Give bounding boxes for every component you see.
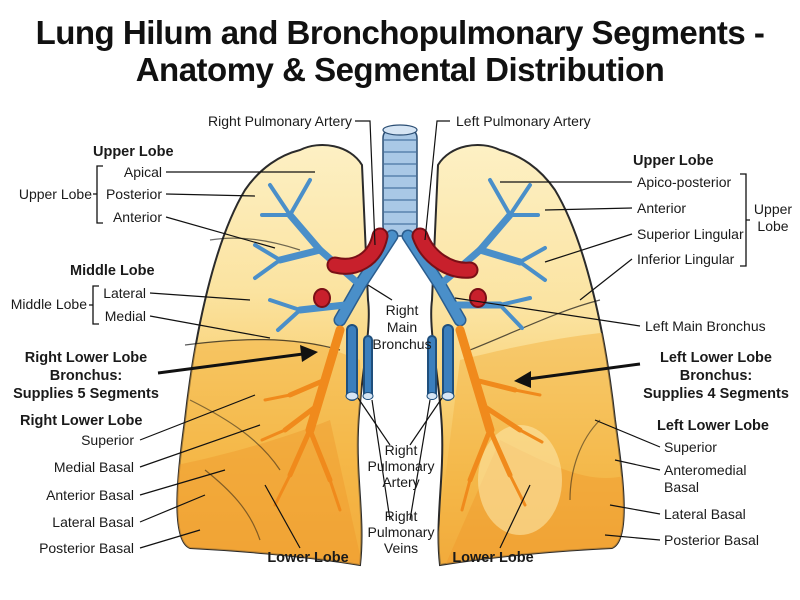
- left-main-bronchus-label: Left Main Bronchus: [645, 318, 766, 334]
- segment-lateral: Lateral: [103, 285, 146, 301]
- right-main-bronchus-line-2: Main: [387, 319, 417, 335]
- segment-superior-right: Superior: [81, 432, 134, 448]
- right-pulmonary-artery-center-line-1: Right: [385, 442, 418, 458]
- right-middle-brace: [89, 285, 99, 325]
- left-upper-brace: [740, 173, 750, 267]
- lower-lobe-label-left-lung: Lower Lobe: [452, 550, 533, 566]
- segment-anterior-left: Anterior: [637, 200, 686, 216]
- segment-apical: Apical: [124, 164, 162, 180]
- left-lower-bronchus-line-3: Supplies 4 Segments: [643, 386, 789, 402]
- right-upper-lobe-header: Upper Lobe: [93, 144, 174, 160]
- left-lower-bronchus-line-1: Left Lower Lobe: [660, 350, 772, 366]
- left-lower-bronchus-line-2: Bronchus:: [680, 368, 753, 384]
- right-lower-bronchus-line-2: Bronchus:: [50, 368, 123, 384]
- right-pulmonary-veins-line-3: Veins: [384, 540, 418, 556]
- segment-lateral-basal-left: Lateral Basal: [664, 506, 746, 522]
- segment-lateral-basal-right: Lateral Basal: [52, 514, 134, 530]
- hilum-vessels: [345, 324, 455, 401]
- right-upper-lobe-group-label: Upper Lobe: [19, 186, 92, 202]
- trachea: [382, 124, 418, 237]
- title-line-1: Lung Hilum and Bronchopulmonary Segments…: [35, 14, 765, 51]
- left-pulmonary-artery-top-label: Left Pulmonary Artery: [456, 113, 591, 129]
- segment-superior-lingular: Superior Lingular: [637, 226, 744, 242]
- left-upper-lobe-header: Upper Lobe: [633, 153, 714, 169]
- right-lower-bronchus-line-1: Right Lower Lobe: [25, 350, 147, 366]
- segment-posterior-basal-right: Posterior Basal: [39, 540, 134, 556]
- left-lower-lobe-header: Left Lower Lobe: [657, 418, 769, 434]
- pulmonary-arteries: [313, 227, 487, 308]
- page-title: Lung Hilum and Bronchopulmonary Segments…: [0, 14, 800, 88]
- segment-anteromedial-basal: Basal: [664, 479, 699, 495]
- segment-anterior-right: Anterior: [113, 209, 162, 225]
- lower-lobe-bronchi: [260, 325, 544, 512]
- right-pulmonary-artery-center-line-2: Pulmonary: [368, 458, 435, 474]
- right-pulmonary-artery-center-line-3: Artery: [382, 474, 419, 490]
- right-main-bronchus-line-3: Bronchus: [372, 336, 431, 352]
- segment-superior-left: Superior: [664, 439, 717, 455]
- leader-lines: [139, 120, 661, 549]
- segment-medial-basal: Medial Basal: [54, 459, 134, 475]
- title-line-2: Anatomy & Segmental Distribution: [135, 51, 665, 88]
- segment-inferior-lingular: Inferior Lingular: [637, 251, 735, 267]
- right-lower-lobe-header: Right Lower Lobe: [20, 413, 142, 429]
- segment-anterior-basal: Anterior Basal: [46, 487, 134, 503]
- right-lung: [176, 144, 370, 567]
- segment-posterior-basal-left: Posterior Basal: [664, 532, 759, 548]
- right-pulmonary-veins-line-2: Pulmonary: [368, 524, 435, 540]
- segment-posterior: Posterior: [106, 186, 162, 202]
- segment-medial: Medial: [105, 308, 146, 324]
- right-main-bronchus-line-1: Right: [386, 302, 419, 318]
- right-middle-lobe-header: Middle Lobe: [70, 263, 155, 279]
- segment-anteromedial: Anteromedial: [664, 462, 747, 478]
- right-pulmonary-veins-line-1: Right: [385, 508, 418, 524]
- lower-lobe-label-right-lung: Lower Lobe: [267, 550, 348, 566]
- lower-bronchus-arrows: [157, 345, 641, 388]
- left-upper-lobe-group-line-2: Lobe: [757, 218, 788, 234]
- right-pulmonary-artery-top-label: Right Pulmonary Artery: [208, 113, 352, 129]
- left-lung: [430, 144, 625, 567]
- segment-apico-posterior: Apico-posterior: [637, 174, 731, 190]
- right-upper-brace: [93, 165, 103, 224]
- right-middle-lobe-group-label: Middle Lobe: [11, 296, 87, 312]
- left-upper-lobe-group-line-1: Upper: [754, 201, 792, 217]
- right-lower-bronchus-line-3: Supplies 5 Segments: [13, 386, 159, 402]
